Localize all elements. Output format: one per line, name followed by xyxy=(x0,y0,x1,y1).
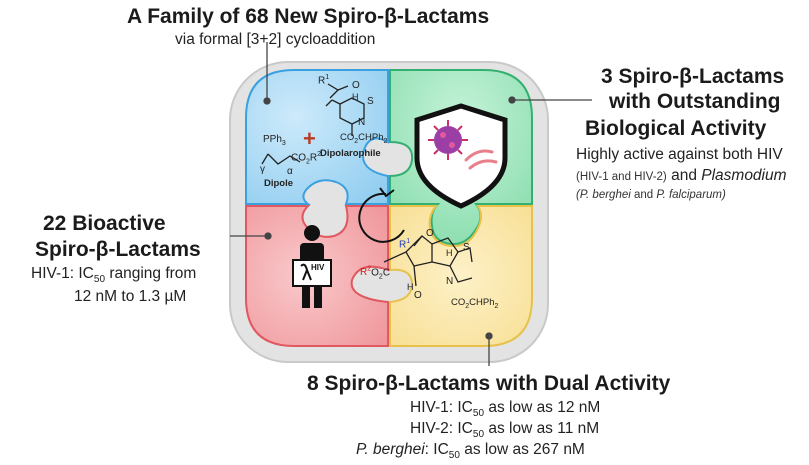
dipole-label: Dipole xyxy=(264,178,294,189)
cycle-arrow-icon xyxy=(358,187,405,243)
right-title-line2: with Outstanding xyxy=(609,90,781,113)
product-h-bottom: H xyxy=(407,282,414,292)
dipolarophile-n: N xyxy=(358,117,366,128)
puzzle-piece-blue xyxy=(245,69,389,205)
right-title-line3: Biological Activity xyxy=(585,117,767,140)
left-text-line2: 12 nM to 1.3 µM xyxy=(74,288,187,305)
product-r1: R1 xyxy=(399,238,411,251)
bottom-line3: P. berghei: IC50 as low as 267 nM xyxy=(356,441,585,462)
left-title-line1: 22 Bioactive xyxy=(43,212,166,235)
person-hiv-icon xyxy=(292,225,332,308)
product-n: N xyxy=(446,276,454,287)
dipolarophile-s: S xyxy=(367,96,374,107)
dipole-co2r2: CO2R2 xyxy=(291,151,322,166)
puzzle-piece-yellow xyxy=(389,205,533,347)
right-text-line3: (P. berghei and P. falciparum) xyxy=(576,189,726,201)
product-o-bottom: O xyxy=(414,290,422,301)
bottom-title: 8 Spiro-β-Lactams with Dual Activity xyxy=(307,372,671,395)
product-h-top: H xyxy=(446,248,453,258)
leader-lines xyxy=(230,42,592,366)
shield-icon xyxy=(414,103,508,209)
dipolarophile-o: O xyxy=(352,80,360,91)
right-text-line1: Highly active against both HIV xyxy=(576,146,783,163)
virus-icon xyxy=(428,120,468,160)
bottom-line2: HIV-2: IC50 as low as 11 nM xyxy=(410,420,600,441)
dipolarophile-label: Dipolarophile xyxy=(320,148,381,159)
dipole-pph3: PPh3 xyxy=(263,134,286,147)
product-s: S xyxy=(463,242,470,253)
product-o-top: O xyxy=(426,228,434,239)
product-r2o2c: R2O2C xyxy=(360,266,391,281)
hiv-sign-label: HIV xyxy=(311,263,325,272)
top-subtitle: via formal [3+2] cycloaddition xyxy=(175,31,376,48)
dipole-structure xyxy=(261,153,301,165)
dipole-alpha: α xyxy=(287,166,293,177)
dipolarophile-structure xyxy=(325,83,365,136)
dipolarophile-h: H xyxy=(352,92,359,102)
parasite-icon xyxy=(464,149,498,170)
product-structure xyxy=(383,235,473,287)
left-text-line1: HIV-1: IC50 ranging from xyxy=(31,265,197,286)
top-title: A Family of 68 New Spiro-β-Lactams xyxy=(127,5,490,28)
dipolarophile-r1: R1 xyxy=(318,74,330,87)
right-text-line2: (HIV-1 and HIV-2) and Plasmodium xyxy=(576,167,787,184)
left-title-line2: Spiro-β-Lactams xyxy=(35,238,201,261)
product-co2chph2: CO2CHPh2 xyxy=(451,297,499,310)
bottom-line1: HIV-1: IC50 as low as 12 nM xyxy=(410,399,601,420)
plus-sign: + xyxy=(303,126,316,151)
right-title-line1: 3 Spiro-β-Lactams xyxy=(601,65,785,88)
dipole-gamma: γ xyxy=(260,164,265,175)
dipolarophile-co2chph2: CO2CHPh2 xyxy=(340,132,388,145)
